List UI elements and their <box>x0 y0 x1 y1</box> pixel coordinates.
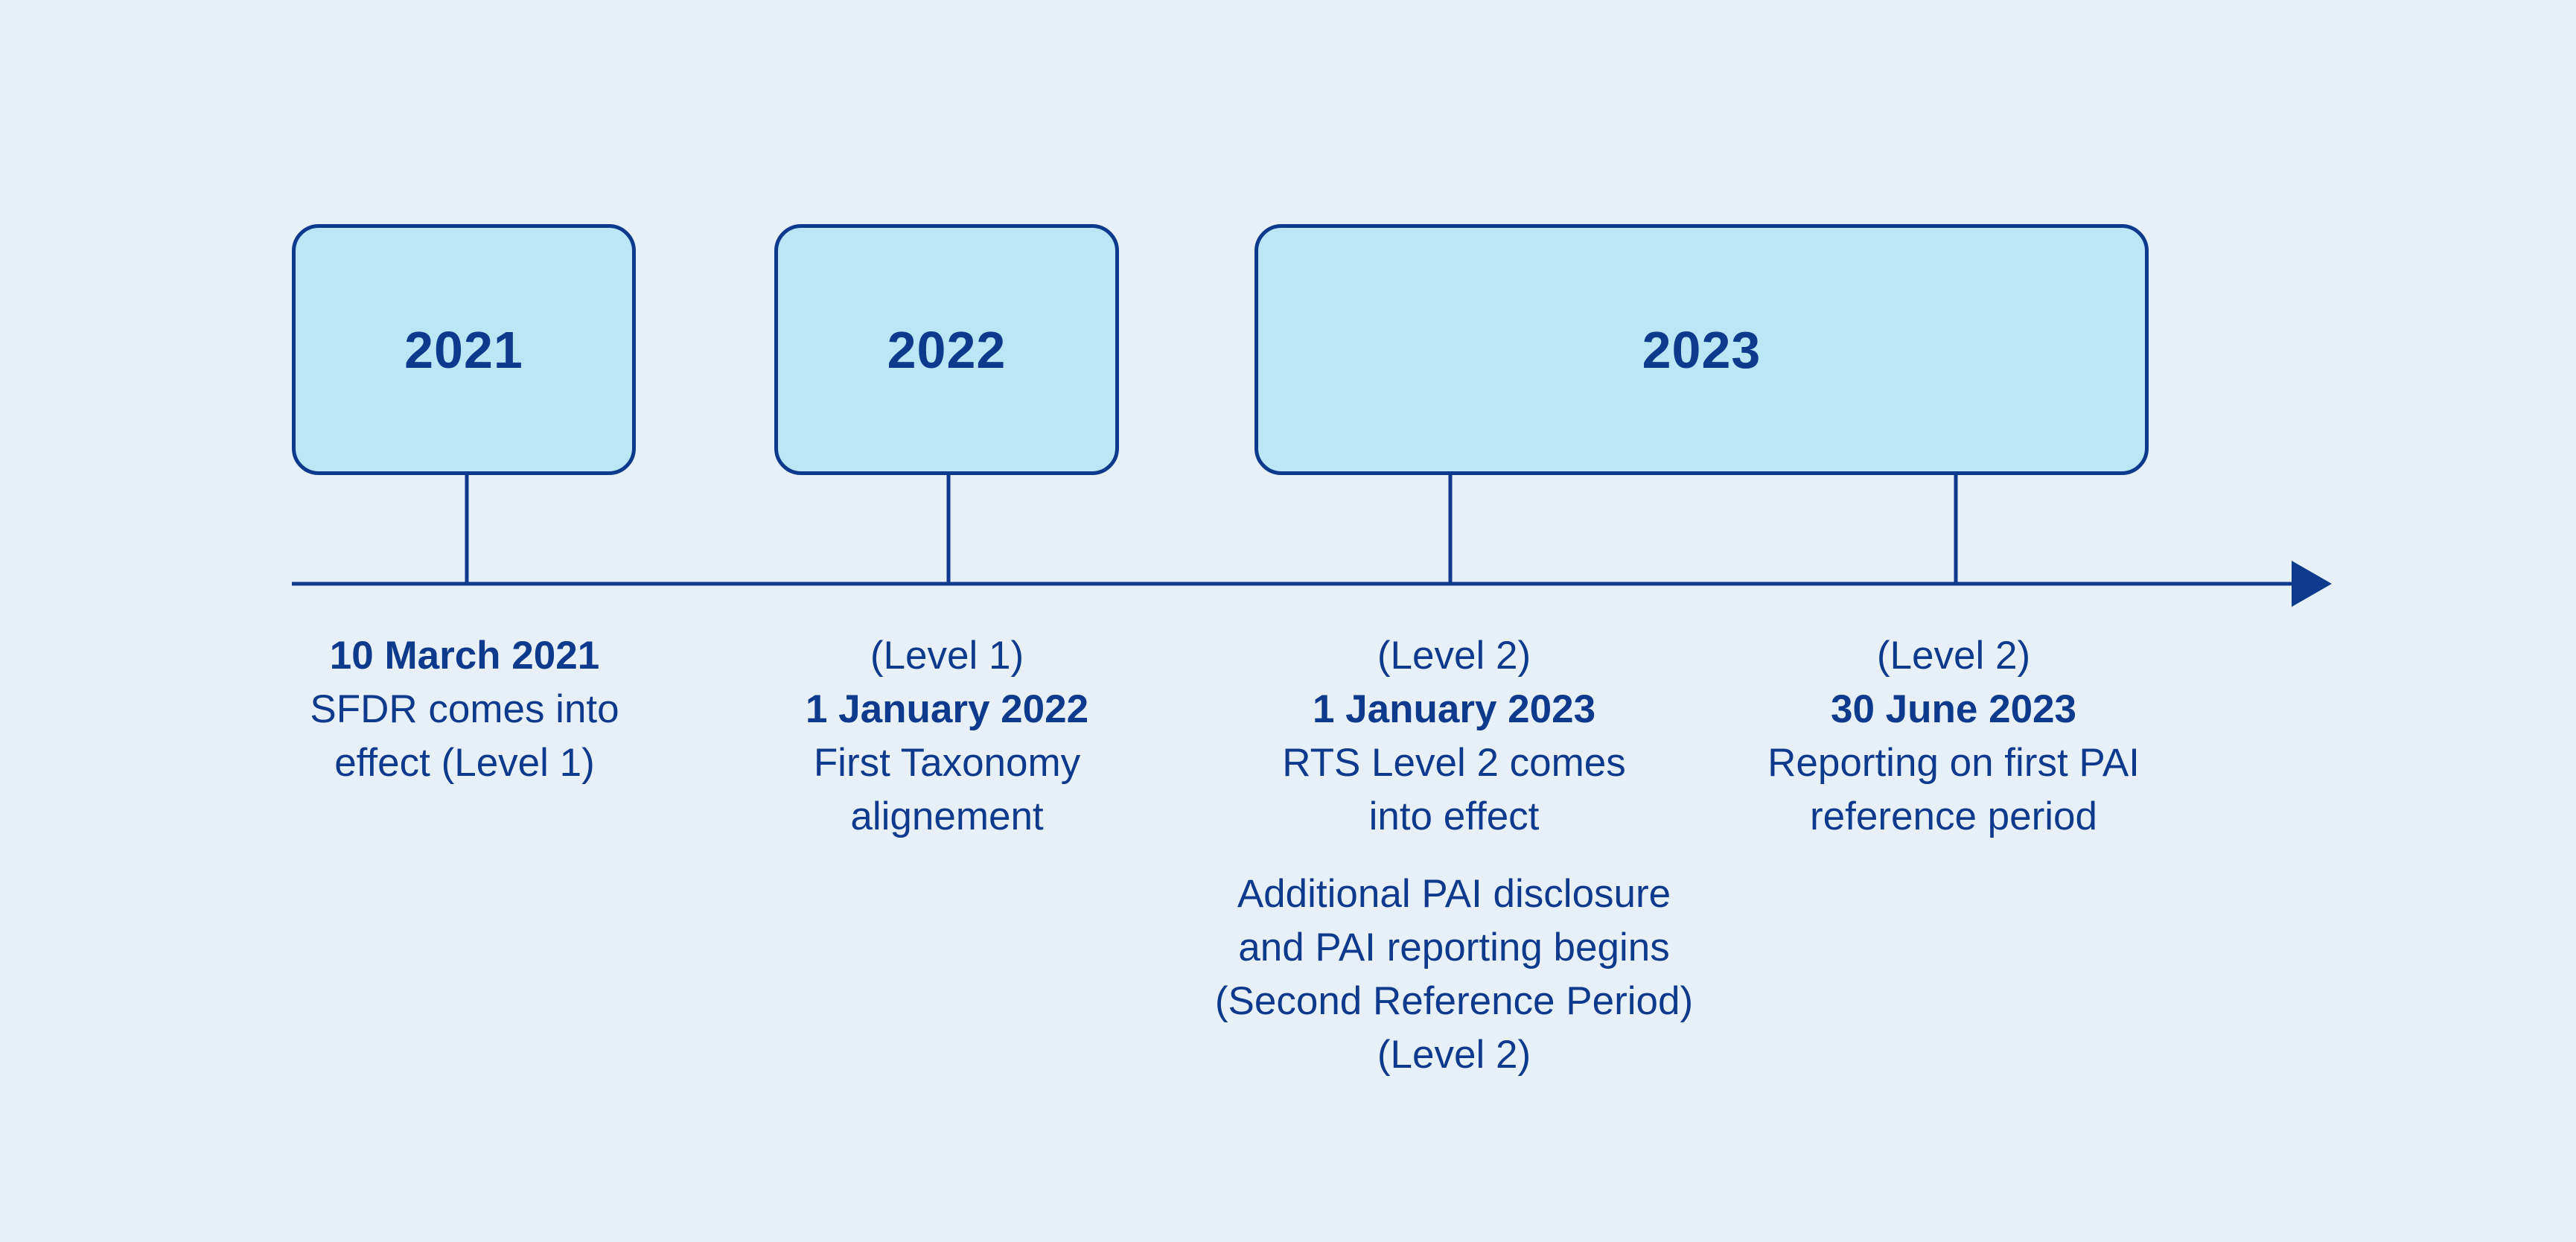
event-level: (Level 1) <box>870 634 1024 678</box>
event-note-line: (Level 2) <box>1377 1033 1531 1077</box>
year-label: 2021 <box>404 320 523 379</box>
event-note-line: Additional PAI disclosure <box>1237 872 1671 916</box>
event-level: (Level 2) <box>1377 634 1531 678</box>
event-description-line: SFDR comes into <box>310 687 619 731</box>
year-label: 2022 <box>887 320 1007 379</box>
event-description-line: alignement <box>850 794 1044 838</box>
event-level: (Level 2) <box>1876 634 2031 678</box>
event-date: 10 March 2021 <box>329 634 600 678</box>
event-description-line: effect (Level 1) <box>334 741 595 785</box>
event-date: 1 January 2023 <box>1312 687 1596 731</box>
event-description-line: Reporting on first PAI <box>1767 741 2140 785</box>
event-description-line: RTS Level 2 comes <box>1282 741 1626 785</box>
event-date: 1 January 2022 <box>805 687 1089 731</box>
event-1-january-2022: (Level 1) 1 January 2022 First Taxonomy … <box>664 629 1230 844</box>
event-description-line: into effect <box>1368 794 1540 838</box>
event-date: 30 June 2023 <box>1830 687 2076 731</box>
timeline-arrowhead <box>2292 561 2332 607</box>
event-30-june-2023: (Level 2) 30 June 2023 Reporting on firs… <box>1671 629 2237 844</box>
year-label: 2023 <box>1642 320 1762 379</box>
year-box-2023: 2023 <box>1254 224 2149 475</box>
event-description-line: reference period <box>1810 794 2097 838</box>
event-note-line: and PAI reporting begins <box>1238 926 1670 969</box>
event-description-line: First Taxonomy <box>813 741 1081 785</box>
event-additional-note: Additional PAI disclosure and PAI report… <box>1171 867 1737 1082</box>
year-box-2021: 2021 <box>292 224 636 475</box>
year-box-2022: 2022 <box>774 224 1119 475</box>
event-10-march-2021: 10 March 2021 SFDR comes into effect (Le… <box>182 629 747 790</box>
event-1-january-2023: (Level 2) 1 January 2023 RTS Level 2 com… <box>1171 629 1737 1082</box>
event-note-line: (Second Reference Period) <box>1214 979 1694 1023</box>
